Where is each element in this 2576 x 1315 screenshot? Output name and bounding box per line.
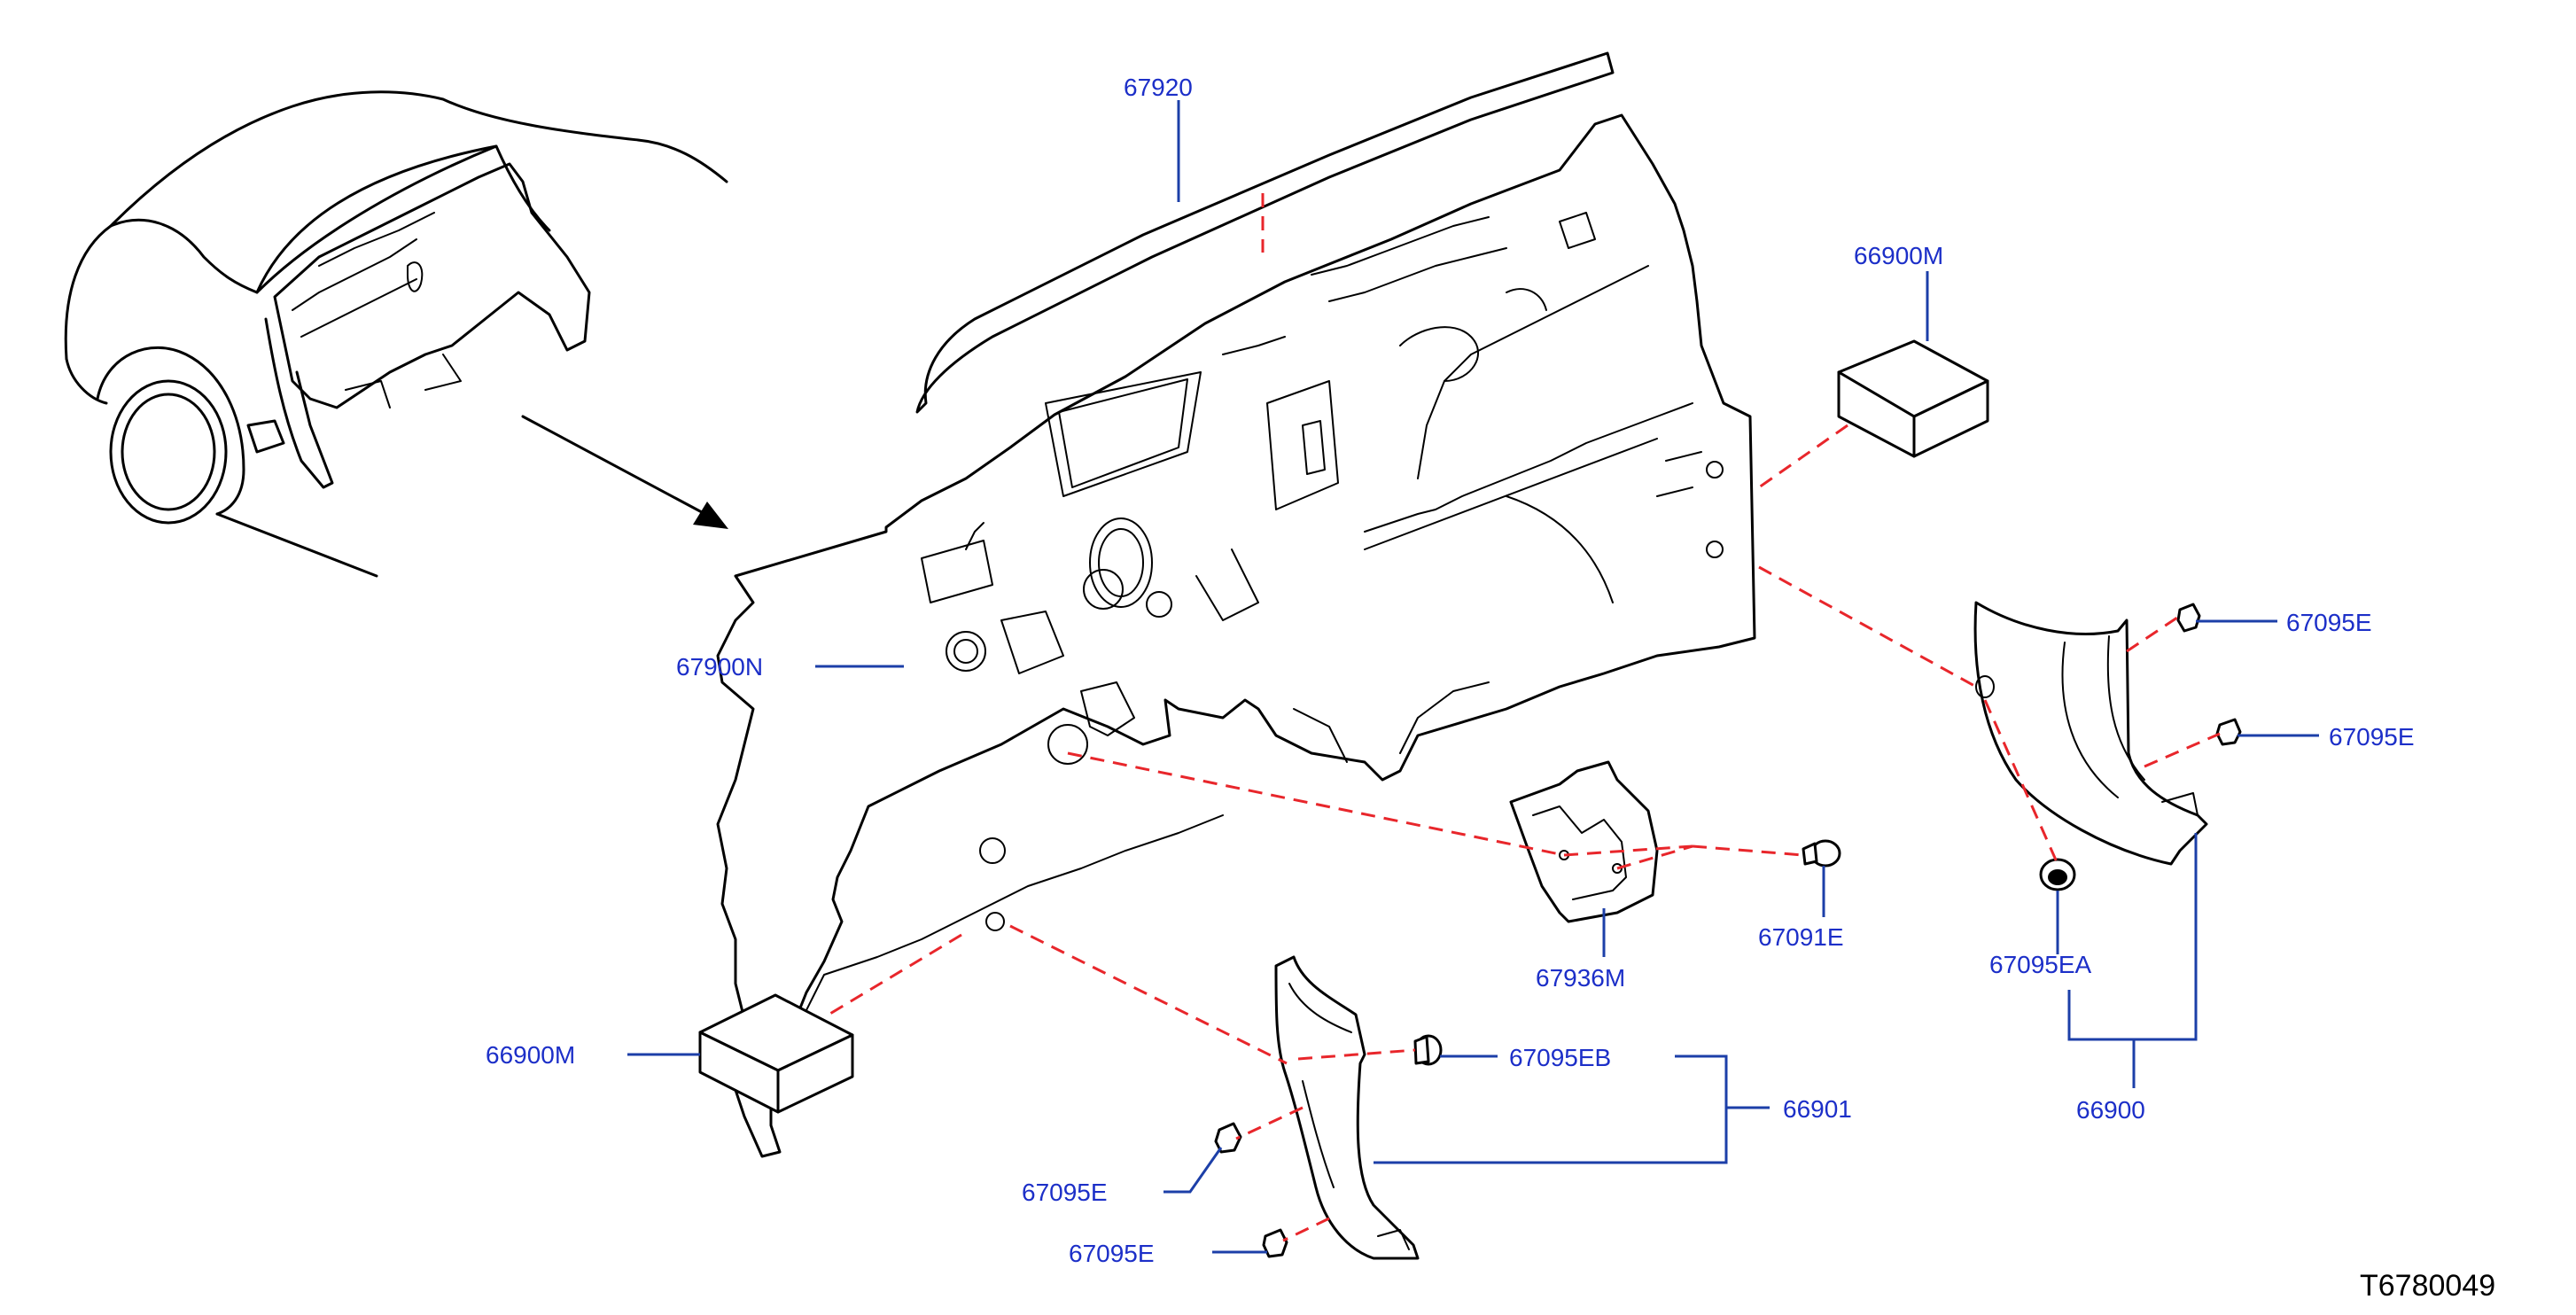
label-67091E: 67091E [1758,923,1844,951]
part-67920-strip [915,51,1615,414]
part-66900M-box-right [1837,339,1989,458]
label-67095E-2: 67095E [2329,723,2415,751]
part-67095EA-grommet [2039,858,2076,891]
vehicle-inset [64,90,728,578]
part-67095E-clip-3 [1214,1122,1242,1154]
part-67095E-clip-4 [1262,1228,1288,1258]
label-66900M-top: 66900M [1854,242,1943,269]
label-67095EB: 67095EB [1509,1044,1611,1071]
part-66900M-box-left [698,993,854,1114]
part-67095E-clip-1 [2176,603,2201,633]
label-66901: 66901 [1783,1095,1852,1123]
label-67900N: 67900N [676,653,763,681]
guide-lines [828,193,2221,1242]
direction-arrow [521,415,728,529]
leader-lines [627,100,2319,1254]
label-66900M-left: 66900M [486,1041,575,1069]
part-67936M-bracket [1509,760,1659,923]
diagram-code: T6780049 [2360,1269,2495,1303]
label-67095EA: 67095EA [1989,951,2092,978]
label-67095E-1: 67095E [2286,609,2372,636]
part-67091E-clip [1802,839,1841,868]
part-66900-kick-panel [1973,601,2208,866]
part-67900N-insulator [716,113,1756,1158]
label-67920: 67920 [1124,74,1193,101]
label-67095E-3: 67095E [1022,1179,1108,1206]
label-67095E-4: 67095E [1069,1240,1155,1267]
label-66900: 66900 [2076,1096,2145,1124]
part-67095E-clip-2 [2215,718,2242,746]
label-67936M: 67936M [1536,964,1625,992]
part-67095EB-clip [1413,1034,1443,1066]
part-66901-kick-panel [1274,955,1420,1260]
